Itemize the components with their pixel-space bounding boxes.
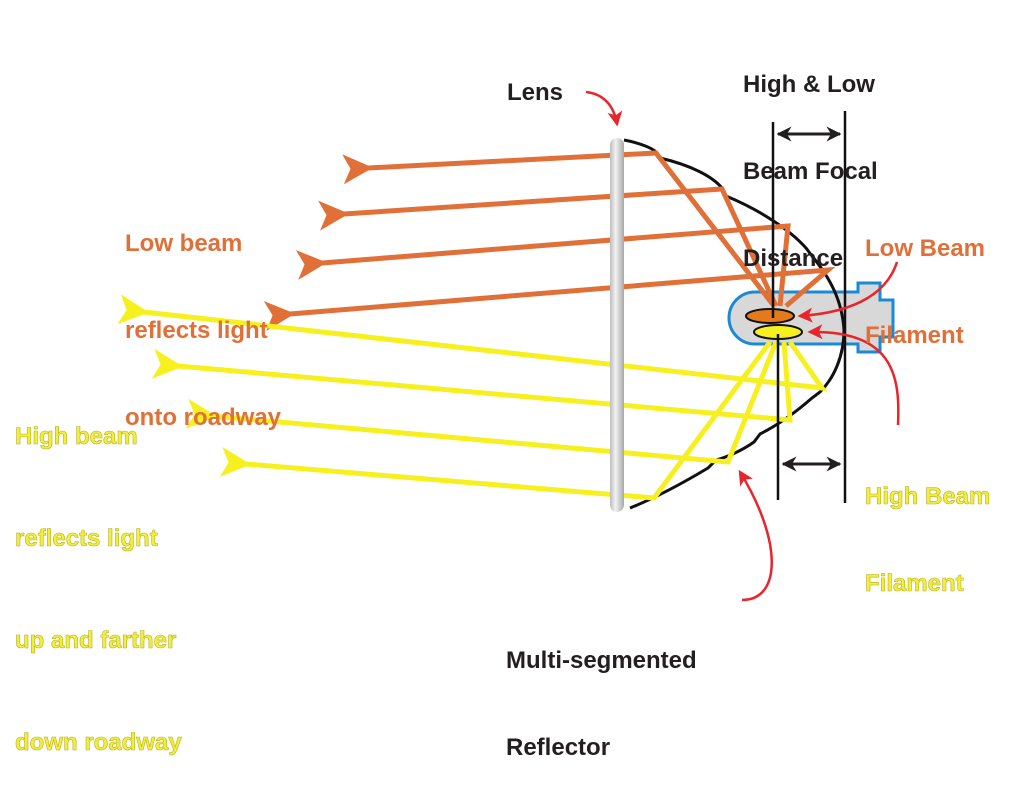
- low-beam-ray-1: [342, 150, 776, 308]
- low-beam-description: Low beam reflects light onto roadway: [125, 171, 281, 461]
- low-beam-filament-line-2: Filament: [865, 322, 964, 349]
- focal-distance-line-2: Beam Focal: [743, 158, 878, 185]
- low-beam-desc-line-2: reflects light: [125, 317, 268, 344]
- low-beam-filament: [745, 308, 795, 324]
- low-beam-desc-line-1: Low beam: [125, 230, 243, 257]
- high-beam-desc-line-3: up and farther: [15, 627, 177, 655]
- high-beam-desc-line-4: down roadway: [15, 729, 182, 757]
- high-beam-filament-label: High Beam Filament: [865, 424, 991, 627]
- callout-arrows: [585, 90, 900, 602]
- high-beam-desc-line-1: High beam: [15, 423, 138, 451]
- high-beam-description: High beam reflects light up and farther …: [15, 352, 182, 794]
- high-beam-ray-1: [117, 294, 828, 392]
- low-filament-callout-arrow: [797, 261, 899, 323]
- low-beam-ray-3: [295, 223, 791, 307]
- high-filament-callout-arrow: [807, 324, 900, 426]
- high-beam-ray-4: [219, 340, 773, 501]
- low-beam-filament-line-1: Low Beam: [865, 235, 986, 262]
- high-beam-filament-line-2: Filament: [865, 570, 964, 598]
- lens: [610, 138, 624, 512]
- lens-label: Lens: [507, 79, 564, 106]
- reflector-callout-arrow: [738, 469, 773, 602]
- low-beam-filament-label: Low Beam Filament: [865, 176, 985, 379]
- lens-callout-arrow: [585, 90, 623, 127]
- high-beam-filament-line-1: High Beam: [865, 483, 991, 511]
- low-beam-ray-4: [263, 266, 836, 331]
- high-beam-ray-2: [151, 341, 793, 423]
- focal-distance-line-3: Distance: [743, 245, 844, 272]
- reflector-label: Multi-segmented Reflector: [506, 588, 697, 791]
- low-beam-rays: [263, 150, 836, 331]
- high-beam-desc-line-2: reflects light: [15, 525, 158, 553]
- high-beam-rays: [117, 294, 828, 501]
- focal-distance-label: High & Low Beam Focal Distance: [743, 12, 878, 302]
- low-beam-ray-2: [318, 186, 779, 308]
- high-beam-ray-3: [185, 341, 779, 465]
- headlamp-diagram: [117, 90, 900, 602]
- low-beam-desc-line-3: onto roadway: [125, 404, 282, 431]
- reflector-line-2: Reflector: [506, 734, 611, 761]
- focal-distance-line-1: High & Low: [743, 71, 875, 98]
